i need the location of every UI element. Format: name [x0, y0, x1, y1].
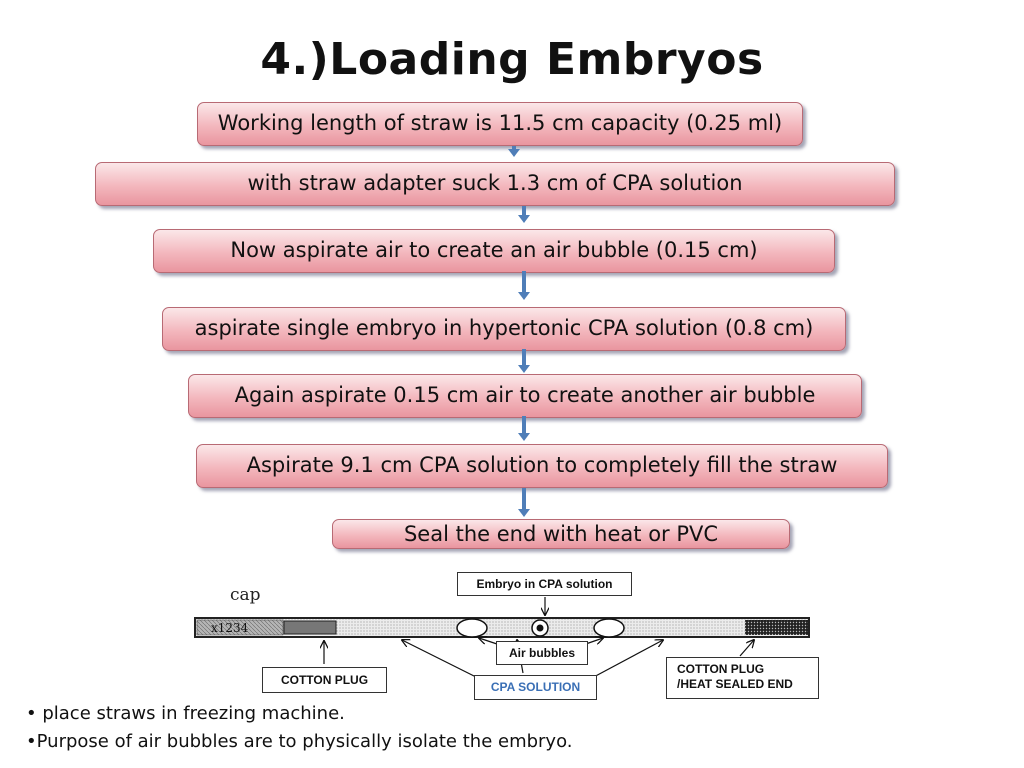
flow-arrow: [518, 488, 530, 517]
straw-code: x1234: [211, 621, 249, 635]
flow-arrow: [508, 146, 520, 157]
bullet-notes: • place straws in freezing machine. •Pur…: [26, 700, 573, 756]
air-bubbles-box: Air bubbles: [496, 641, 588, 665]
sealed-end-box: COTTON PLUG /HEAT SEALED END: [666, 657, 819, 699]
air-bubble-right: [593, 618, 625, 638]
step-air-bubble: Now aspirate air to create an air bubble…: [153, 229, 835, 273]
straw-label-area: [196, 619, 284, 636]
air-bubbles-label: Air bubbles: [508, 646, 575, 660]
cpa-pointer-left: [402, 640, 481, 680]
cpa-solution-label: CPA SOLUTION: [490, 680, 581, 694]
flow-arrow: [518, 271, 530, 300]
step-working-length: Working length of straw is 11.5 cm capac…: [197, 102, 803, 146]
cap-label: cap: [230, 585, 261, 605]
step-suck-cpa: with straw adapter suck 1.3 cm of CPA so…: [95, 162, 895, 206]
step-fill-straw: Aspirate 9.1 cm CPA solution to complete…: [196, 444, 888, 488]
air-bubble-left: [456, 618, 488, 638]
cpa-pointer-right: [589, 640, 663, 680]
embryo-label: Embryo in CPA solution: [476, 577, 613, 591]
cotton-plug-left: [283, 620, 337, 635]
sealed-end-line1: COTTON PLUG: [677, 662, 765, 676]
sealed-end-pointer: [739, 640, 754, 657]
embryo-label-box: Embryo in CPA solution: [457, 572, 632, 596]
cpa-solution-box: CPA SOLUTION: [474, 675, 597, 700]
cotton-plug-right: [745, 620, 808, 635]
step-seal-end: Seal the end with heat or PVC: [332, 519, 790, 549]
step-aspirate-embryo: aspirate single embryo in hypertonic CPA…: [162, 307, 846, 351]
cotton-plug-label: COTTON PLUG: [280, 673, 369, 687]
bullet-freezing-machine: • place straws in freezing machine.: [26, 703, 345, 724]
cotton-plug-box: COTTON PLUG: [262, 667, 387, 693]
flow-arrow: [518, 206, 530, 223]
flow-arrow: [518, 349, 530, 373]
page-title: 4.)Loading Embryos: [260, 34, 764, 85]
sealed-end-line2: /HEAT SEALED END: [677, 677, 793, 691]
straw-tube: [194, 617, 810, 638]
flow-arrow: [518, 416, 530, 441]
bullet-air-bubble-purpose: •Purpose of air bubbles are to physicall…: [26, 731, 573, 752]
